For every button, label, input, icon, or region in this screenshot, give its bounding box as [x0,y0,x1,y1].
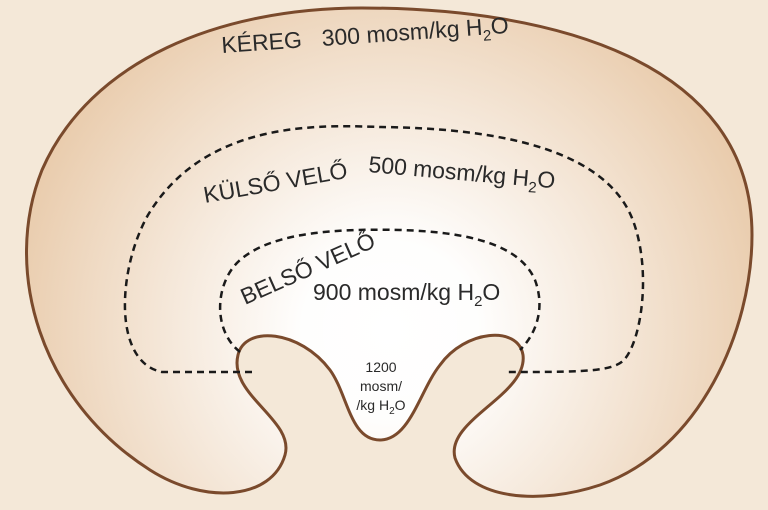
outer-medulla-subscript: 2 [528,179,538,197]
outer-medulla-suffix: O [536,166,556,193]
cortex-suffix: O [490,12,510,39]
papilla-subscript: 2 [389,406,395,417]
cortex-name: KÉREG [221,26,303,58]
inner-medulla-boundary [218,228,541,353]
inner-medulla-value-label: 900 mosm/kg H2O [313,279,500,310]
cortex-subscript: 2 [482,27,492,45]
inner-medulla-subscript: 2 [474,293,482,310]
papilla-suffix: O [395,397,406,413]
papilla-value-line3: /kg H2O [356,397,405,417]
inner-medulla-suffix: O [482,279,500,305]
papilla-value-line2: mosm/ [360,378,402,394]
papilla-value-line1: 1200 [365,359,396,375]
outer-medulla-boundary [123,124,645,374]
inner-medulla-value: 900 mosm/kg H [313,279,474,305]
kidney-outline [25,6,754,498]
papilla-unit: /kg H [356,397,389,413]
